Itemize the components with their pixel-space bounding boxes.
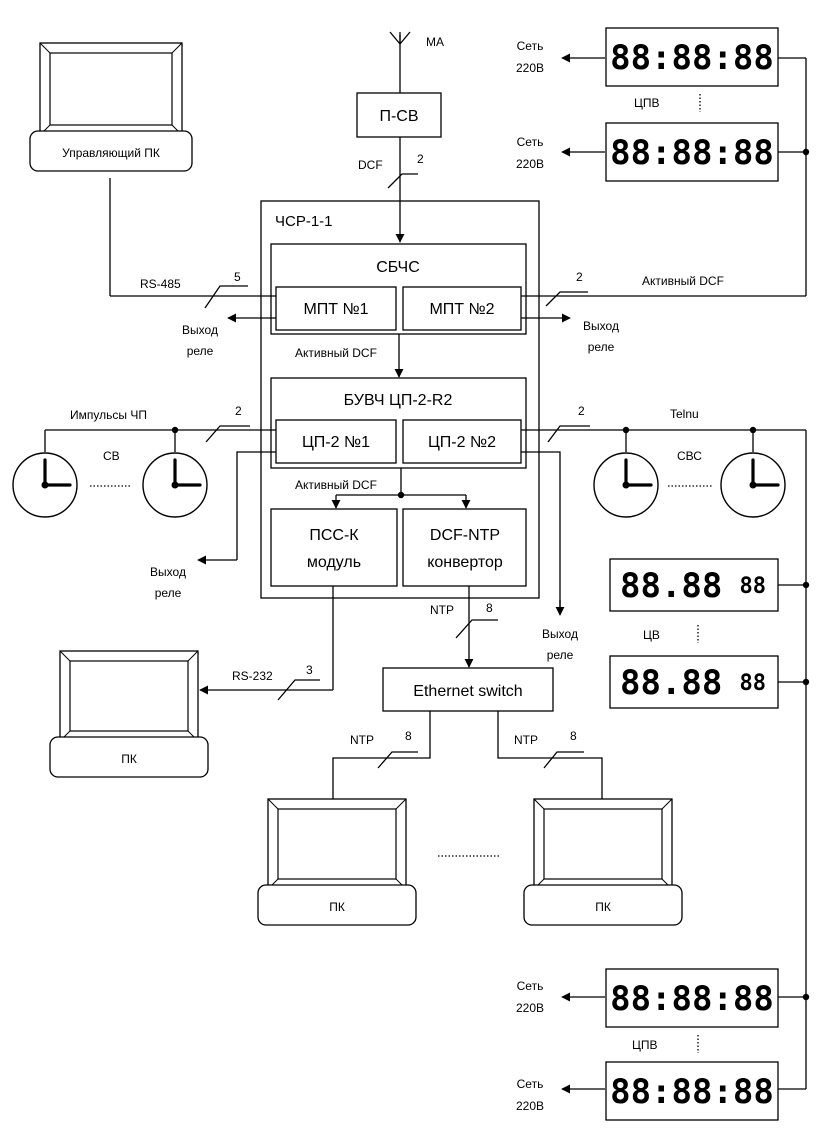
grid-3-line1: Сеть	[517, 979, 544, 993]
ntp-right-bus: 8	[570, 729, 577, 743]
clock-sv-2	[142, 452, 208, 518]
cp1-box	[275, 419, 397, 464]
rs485-label: RS-485	[140, 277, 181, 291]
system-frame	[260, 200, 540, 599]
clock-svs-1	[593, 452, 659, 518]
impulses-label: Импульсы ЧП	[70, 408, 147, 422]
digital-clock-cpv-1: 88:88:88	[605, 27, 779, 87]
digital-clock-cv-2-seconds: 88	[740, 671, 767, 696]
sv-label: СВ	[103, 449, 120, 463]
grid-4-line2: 220В	[516, 1099, 544, 1113]
active-dcf-label: Активный DCF	[295, 346, 377, 360]
rs485-bus: 5	[234, 270, 241, 284]
ethernet-switch	[382, 667, 554, 712]
pc-ntp-right: ПК	[523, 798, 683, 926]
digital-clock-cpv-1-time: 88:88:88	[610, 38, 774, 78]
ntp-conv-line2: конвертор	[427, 554, 503, 571]
pc-ntp-left-label: ПК	[329, 900, 345, 914]
system-title: ЧСР-1-1	[275, 213, 333, 230]
mpt1-label: МПТ №1	[303, 301, 368, 318]
grid-4-line1: Сеть	[517, 1077, 544, 1091]
mpt2-label: МПТ №2	[429, 301, 494, 318]
ntp-left-bus: 8	[405, 729, 412, 743]
mpt1-box	[275, 286, 397, 331]
sbchs-title: СБЧС	[376, 259, 420, 276]
cp1-label: ЦП-2 №1	[302, 434, 370, 451]
digital-clock-cv-1-time: 88.88	[620, 566, 722, 606]
digital-clock-cpv-2: 88:88:88	[605, 122, 779, 182]
dcf-label: DCF	[358, 158, 383, 172]
ntp-conv-line1: DCF-NTP	[430, 527, 500, 544]
switch-label: Ethernet switch	[413, 683, 522, 700]
relay-left-2: реле	[187, 344, 214, 358]
grid-2-line2: 220В	[516, 157, 544, 171]
grid-1-line1: Сеть	[517, 39, 544, 53]
relay-cp2-2: реле	[547, 648, 574, 662]
relay-left-1: Выход	[182, 323, 218, 337]
telnu-label: Telnu	[670, 407, 699, 421]
buvch-block	[270, 377, 527, 469]
rs232-bus: 3	[306, 663, 313, 677]
digital-clock-cpv-2-time: 88:88:88	[610, 133, 774, 173]
ntp-right-label: NTP	[514, 733, 538, 747]
grid-1-line2: 220В	[516, 61, 544, 75]
control-pc-label: Управляющий ПК	[62, 146, 160, 160]
grid-2-line1: Сеть	[517, 135, 544, 149]
pc-ntp-right-label: ПК	[595, 900, 611, 914]
antenna-icon	[389, 31, 411, 93]
digital-clock-cpv-4: 88:88:88	[605, 1061, 779, 1121]
control-pc: Управляющий ПК	[29, 42, 193, 172]
pc-ntp-left: ПК	[257, 798, 417, 926]
telnu-bus: 2	[578, 404, 585, 418]
clock-svs-2	[720, 452, 786, 518]
active-dcf-bus: 2	[576, 270, 583, 284]
ntp-bus: 8	[486, 601, 493, 615]
digital-clock-cv-1-seconds: 88	[740, 574, 767, 599]
ntp-label: NTP	[430, 603, 454, 617]
relay-right-2: реле	[588, 340, 615, 354]
buvch-title: БУВЧ ЦП-2-R2	[344, 392, 453, 409]
pss-line1: ПСС-К	[309, 527, 359, 544]
digital-clock-cv-2-time: 88.88	[620, 663, 722, 703]
dcf-bus-count: 2	[417, 152, 424, 166]
svs-label: СВС	[677, 449, 702, 463]
sbchs-block	[270, 243, 527, 335]
receiver-label: П-СВ	[379, 108, 418, 125]
mpt2-box	[402, 286, 522, 331]
pc-rs232-label: ПК	[121, 752, 137, 766]
grid-3-line2: 220В	[516, 1001, 544, 1015]
ntp-left-label: NTP	[350, 733, 374, 747]
cp2-label: ЦП-2 №2	[428, 434, 496, 451]
cpv-label-bottom: ЦПВ	[632, 1038, 658, 1052]
active-dcf-right: Активный DCF	[642, 274, 724, 288]
relay-cp2-1: Выход	[542, 627, 578, 641]
relay-cp1-2: реле	[155, 586, 182, 600]
digital-clock-cpv-3-time: 88:88:88	[610, 979, 774, 1019]
impulses-bus: 2	[235, 404, 242, 418]
cp2-box	[402, 419, 522, 464]
rs232-label: RS-232	[232, 669, 273, 683]
ntp-converter	[402, 508, 527, 587]
pss-line2: модуль	[307, 554, 361, 571]
relay-right-1: Выход	[583, 319, 619, 333]
cpv-label-top: ЦПВ	[634, 96, 660, 110]
digital-clock-cv-1: 88.88 88	[609, 558, 779, 612]
digital-clock-cpv-3: 88:88:88	[605, 968, 779, 1028]
cv-label: ЦВ	[643, 628, 660, 642]
active-dcf-label-2: Активный DCF	[295, 478, 377, 492]
relay-cp1-1: Выход	[150, 565, 186, 579]
antenna-label: МА	[426, 35, 444, 49]
pc-rs232: ПК	[49, 650, 209, 778]
digital-clock-cv-2: 88.88 88	[609, 655, 779, 709]
pss-module	[270, 508, 398, 587]
clock-sv-1	[12, 452, 78, 518]
digital-clock-cpv-4-time: 88:88:88	[610, 1072, 774, 1112]
receiver-box	[356, 92, 442, 138]
